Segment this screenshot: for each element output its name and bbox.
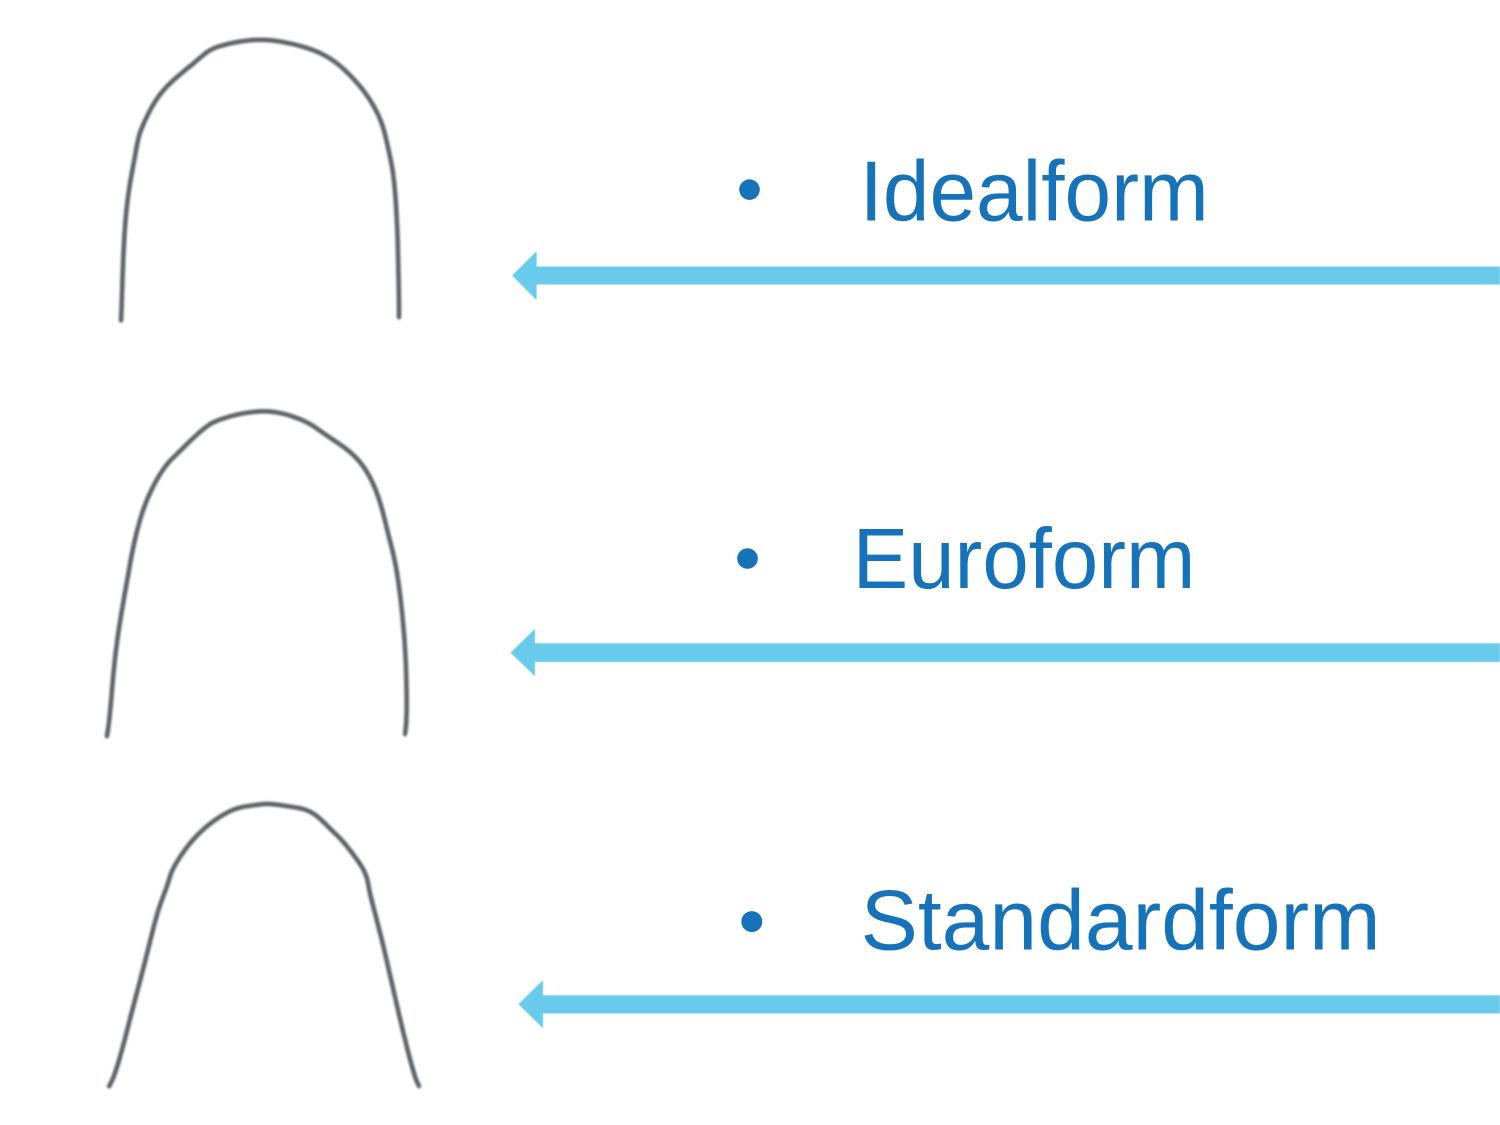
svg-text:Standardform: Standardform [861, 874, 1381, 969]
svg-text:Euroform: Euroform [853, 512, 1196, 607]
svg-text:Idealform: Idealform [860, 144, 1209, 239]
